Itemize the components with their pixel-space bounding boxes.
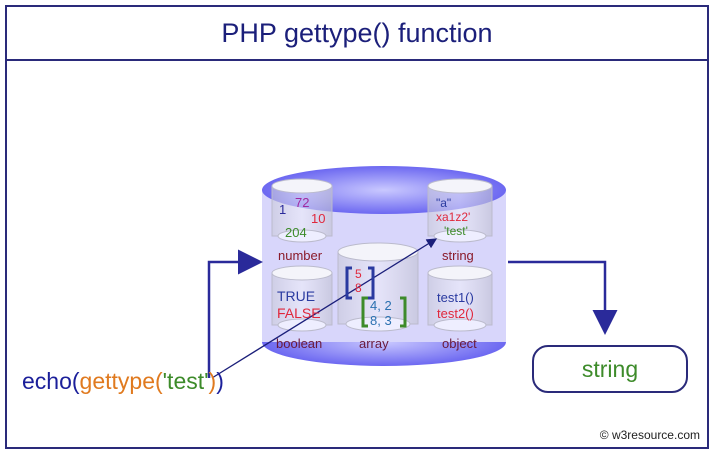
type-label-string: string [442,248,474,263]
object-value: test2() [437,306,474,321]
type-label-number: number [278,248,323,263]
input-arrow [207,249,263,378]
copyright: © w3resource.com [599,428,700,442]
array-value: 4, 2 [370,298,392,313]
code-expression: echo(gettype('test')) [22,368,224,395]
code-function: gettype( [79,368,163,394]
diagram-frame [5,5,709,449]
result-box: string [532,345,688,393]
lookup-arrow [211,238,438,379]
code-close-outer: ) [216,368,224,394]
boolean-value: TRUE [277,288,316,304]
result-value: string [581,356,639,382]
string-value: xa1z2' [436,210,471,224]
code-close-inner: ) [208,368,217,394]
boolean-value: FALSE [277,305,321,321]
number-value: 204 [285,225,307,240]
page-title: PHP gettype() function [221,18,493,48]
title-bar: PHP gettype() function [5,5,709,61]
object-value: test1() [437,290,474,305]
output-arrow [508,260,618,335]
code-argument: 'test' [162,368,209,394]
array-value: 8 [355,281,362,295]
number-value: 72 [295,195,310,210]
string-value: "a" [436,196,452,210]
code-echo: echo( [22,368,80,394]
type-label-array: array [359,336,389,351]
type-label-object: object [442,336,477,351]
number-value: 1 [279,202,287,217]
array-brackets [345,266,407,328]
type-label-boolean: boolean [276,336,323,351]
array-value: 5 [355,267,362,281]
array-value: 8, 3 [370,313,392,328]
string-value: 'test' [444,224,468,238]
number-value: 10 [311,211,326,226]
